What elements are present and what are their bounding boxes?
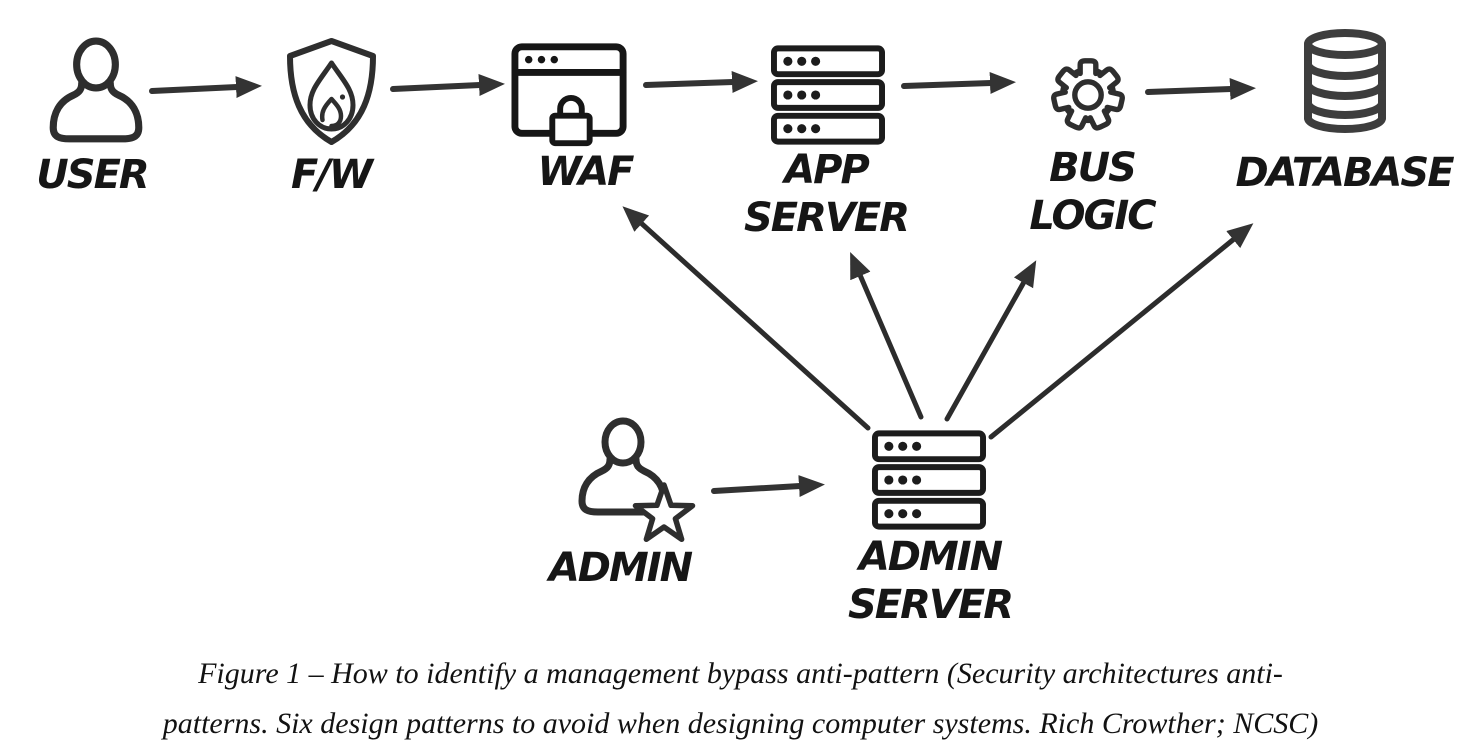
database-label: DATABASE: [1235, 150, 1454, 196]
node-firewall: [283, 36, 380, 148]
firewall-label: F/W: [290, 152, 373, 198]
bus-logic-label-line2: LOGIC: [1029, 193, 1156, 239]
arrow-admin-to-adminserver: [711, 475, 825, 498]
arrow-waf-to-appserver: [643, 71, 758, 94]
node-waf: [511, 42, 629, 148]
node-bus-logic: [1044, 49, 1132, 141]
app-server-label-line1: APP: [784, 147, 870, 193]
firewall-shield-flame-icon: [287, 38, 376, 145]
node-database: [1300, 26, 1390, 136]
figure-caption-line1: Figure 1 – How to identify a management …: [198, 657, 1283, 690]
figure-caption-line2: patterns. Six design patterns to avoid w…: [162, 707, 1319, 740]
arrow-adminserver-to-waf: [622, 206, 871, 431]
node-user: [44, 36, 148, 146]
arrow-user-to-fw: [149, 76, 262, 99]
gear-icon: [1051, 58, 1125, 131]
admin-server-label-line1: ADMIN: [858, 534, 1003, 580]
arrow-adminserver-to-database: [988, 223, 1254, 440]
server-stack-icon: [771, 45, 885, 145]
user-label: USER: [36, 152, 149, 198]
server-stack-icon: [872, 430, 986, 530]
arrow-buslogic-to-database: [1145, 78, 1256, 101]
web-app-lock-icon: [511, 43, 627, 147]
arrow-adminserver-to-appserver: [850, 252, 924, 420]
node-admin-server: [872, 430, 986, 530]
bus-logic-label-line1: BUS: [1049, 145, 1137, 191]
arrow-adminserver-to-buslogic: [944, 260, 1037, 422]
admin-server-label-line2: SERVER: [847, 582, 1014, 628]
waf-label: WAF: [537, 149, 635, 195]
admin-label: ADMIN: [548, 545, 693, 591]
user-icon: [49, 37, 143, 143]
arrow-appserver-to-buslogic: [901, 72, 1016, 95]
admin-user-star-icon: [578, 417, 696, 543]
node-app-server: [771, 45, 885, 145]
app-server-label-line2: SERVER: [743, 195, 910, 241]
database-icon: [1304, 29, 1386, 133]
node-admin: [568, 416, 703, 548]
arrow-fw-to-waf: [390, 74, 505, 97]
